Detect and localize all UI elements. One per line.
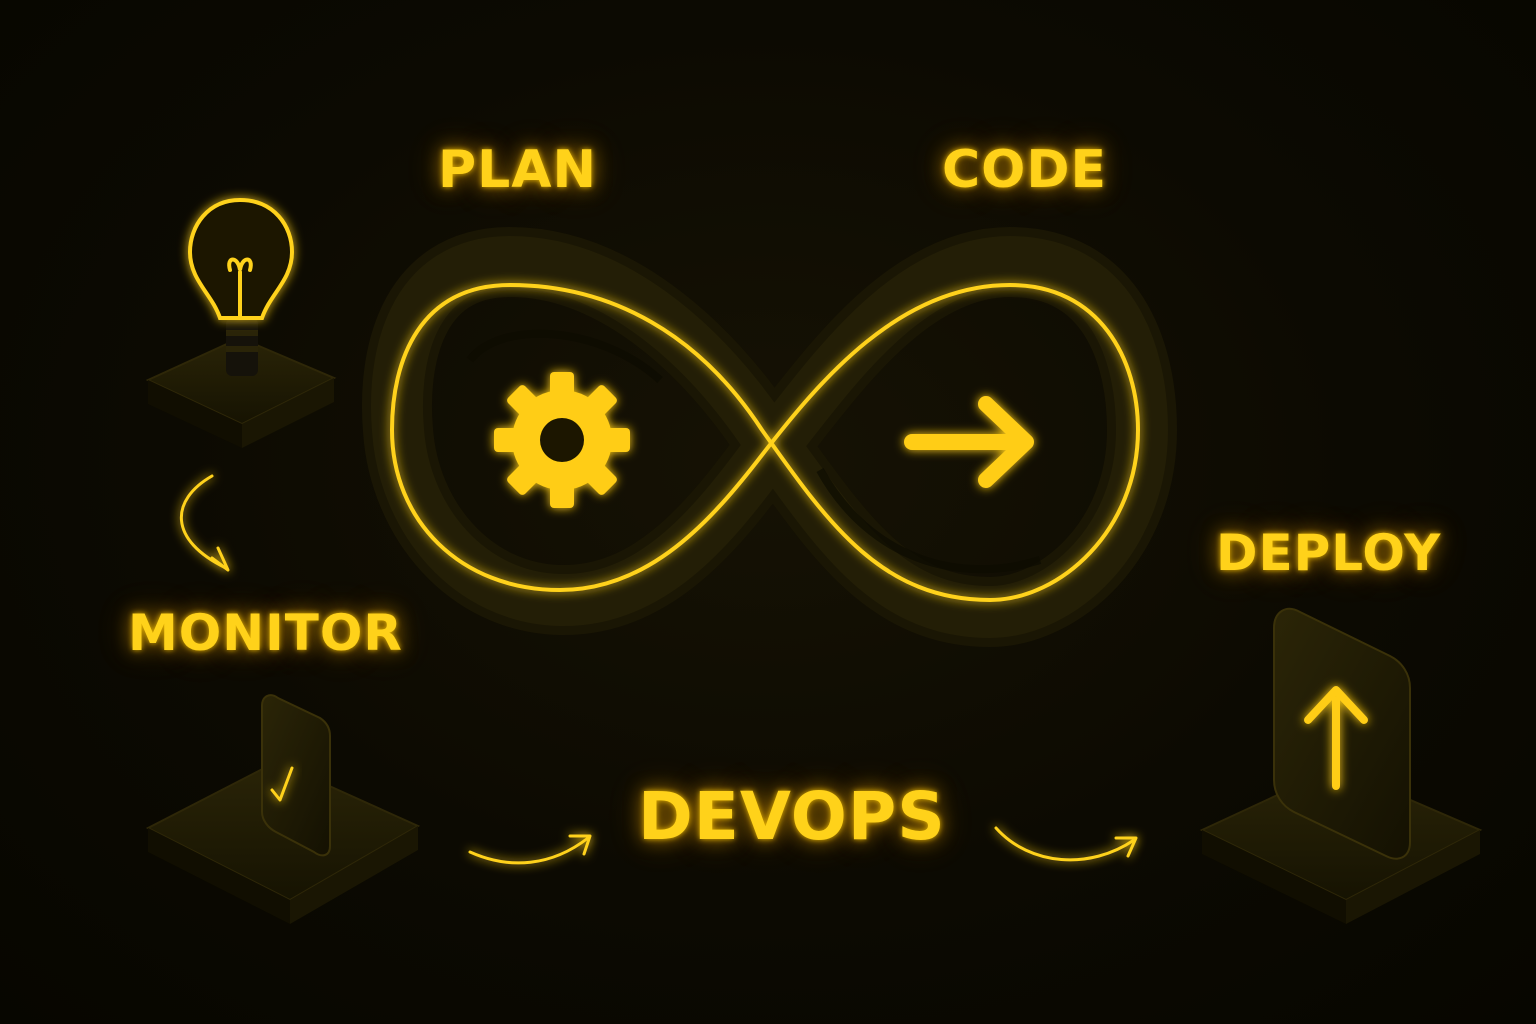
center-title: DEVOPS (638, 778, 946, 855)
arrow-right-icon (904, 396, 1034, 488)
arrow-curve-right-icon-2 (994, 826, 1138, 862)
gear-icon (494, 372, 630, 508)
arrow-up-icon (1304, 686, 1368, 790)
stage-label-plan: PLAN (438, 140, 598, 200)
arrow-curve-down-icon (179, 474, 230, 572)
lightbulb-icon (187, 197, 295, 320)
checkmark-icon (270, 766, 294, 802)
stage-label-monitor: MONITOR (128, 604, 403, 662)
monitor-block (145, 694, 421, 924)
deploy-block (1199, 607, 1483, 924)
stage-label-deploy: DEPLOY (1216, 524, 1442, 582)
lightbulb-block (145, 318, 337, 448)
arrow-curve-right-icon (468, 834, 592, 865)
infinity-loop-icon (361, 227, 1177, 647)
stage-label-code: CODE (942, 140, 1108, 200)
